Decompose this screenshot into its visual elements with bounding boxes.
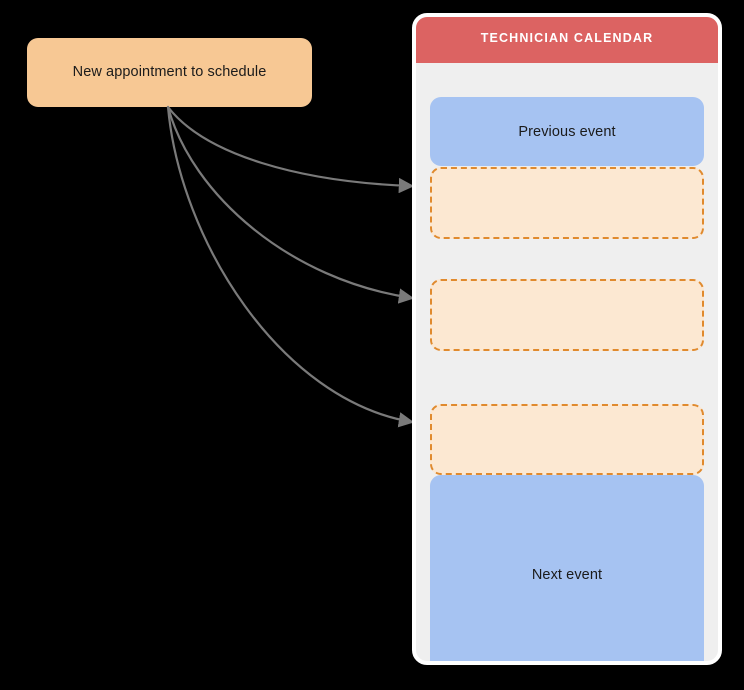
new-appointment-label: New appointment to schedule xyxy=(72,64,267,81)
calendar-header-title: TECHNICIAN CALENDAR xyxy=(480,31,654,45)
calendar-booked-event[interactable]: Next event xyxy=(430,475,704,661)
new-appointment-card[interactable]: New appointment to schedule xyxy=(27,38,312,107)
arrow-to-slot-1 xyxy=(166,105,415,194)
calendar-event-label: Next event xyxy=(531,567,603,583)
calendar-open-slot[interactable] xyxy=(430,404,704,475)
calendar-open-slot[interactable] xyxy=(430,279,704,351)
arrow-to-slot-2 xyxy=(166,105,415,304)
calendar-booked-event[interactable]: Previous event xyxy=(430,97,704,166)
arrow-to-slot-3 xyxy=(166,105,415,428)
calendar-header: TECHNICIAN CALENDAR xyxy=(416,17,718,63)
calendar-open-slot[interactable] xyxy=(430,167,704,239)
calendar-event-label: Previous event xyxy=(518,123,616,140)
